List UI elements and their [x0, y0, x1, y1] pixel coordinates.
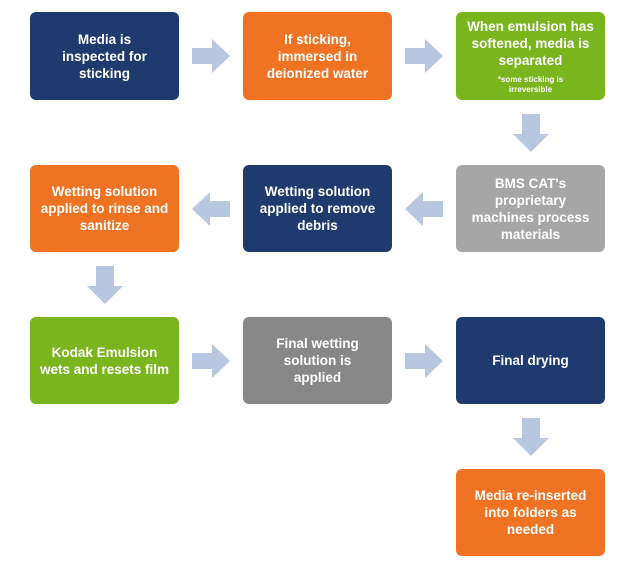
step-7-text: Kodak Emulsion wets and resets film	[39, 344, 170, 377]
arrow-left-icon	[405, 192, 443, 226]
step-8-text: Final wetting solution is applied	[276, 336, 359, 385]
step-2-text: If sticking, immersed in deionized water	[266, 31, 369, 81]
step-9-text: Final drying	[492, 353, 569, 368]
arrow-down-icon	[513, 418, 549, 456]
step-10-text: Media re-inserted into folders as needed	[474, 488, 587, 537]
step-7-box: Kodak Emulsion wets and resets film	[30, 317, 179, 404]
arrow-right-icon	[405, 39, 443, 73]
step-3-text: When emulsion has softened, media is sep…	[467, 18, 594, 68]
step-2-box: If sticking, immersed in deionized water	[243, 12, 392, 100]
step-5-text: Wetting solution applied to remove debri…	[259, 184, 376, 233]
step-4-text: BMS CAT's proprietary machines process m…	[471, 175, 590, 242]
arrow-down-icon	[87, 266, 123, 304]
step-8-box: Final wetting solution is applied	[243, 317, 392, 404]
step-3-box: When emulsion has softened, media is sep…	[456, 12, 605, 100]
step-6-box: Wetting solution applied to rinse and sa…	[30, 165, 179, 252]
arrow-right-icon	[192, 39, 230, 73]
step-1-box: Media is inspected for sticking	[30, 12, 179, 100]
step-5-box: Wetting solution applied to remove debri…	[243, 165, 392, 252]
step-3-note: *some sticking is irreversible	[497, 74, 564, 94]
step-1-text: Media is inspected for sticking	[62, 31, 147, 81]
step-6-text: Wetting solution applied to rinse and sa…	[40, 184, 169, 233]
arrow-left-icon	[192, 192, 230, 226]
arrow-down-icon	[513, 114, 549, 152]
step-10-box: Media re-inserted into folders as needed	[456, 469, 605, 556]
step-4-box: BMS CAT's proprietary machines process m…	[456, 165, 605, 252]
step-9-box: Final drying	[456, 317, 605, 404]
arrow-right-icon	[405, 344, 443, 378]
arrow-right-icon	[192, 344, 230, 378]
